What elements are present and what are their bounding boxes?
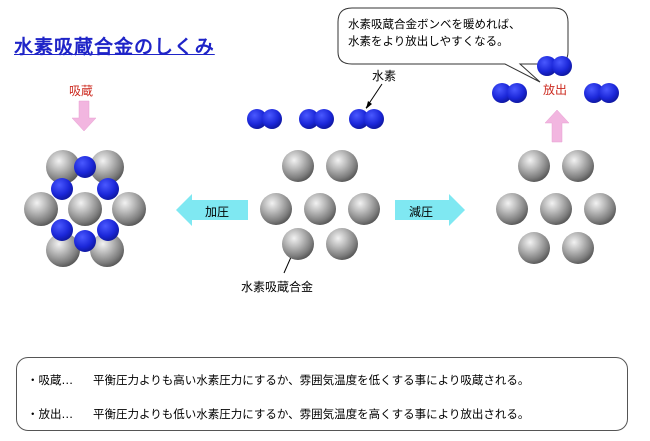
hydrogen-atom xyxy=(599,83,619,103)
metal-atom xyxy=(540,193,572,225)
alloy-label: 水素吸蔵合金 xyxy=(241,280,314,294)
hydrogen-atom xyxy=(349,109,369,129)
note-absorb: ・吸蔵… 平衡圧力よりも高い水素圧力にするか、雰囲気温度を低くする事により吸蔵され… xyxy=(27,372,529,388)
hydrogen-atom xyxy=(314,109,334,129)
metal-atom xyxy=(112,192,146,226)
hydrogen-atom xyxy=(51,178,73,200)
hydrogen-atom xyxy=(74,230,96,252)
speech-bubble-text: 水素吸蔵合金ボンベを暖めれば、 水素をより放出しやすくなる。 xyxy=(348,16,544,50)
hydrogen-atom xyxy=(492,83,512,103)
metal-atom xyxy=(260,193,292,225)
depressurize-label: 減圧 xyxy=(409,205,434,219)
metal-atom xyxy=(348,193,380,225)
metal-atom xyxy=(584,193,616,225)
depressurize-arrow xyxy=(395,194,465,226)
speech-bubble xyxy=(337,7,569,83)
metal-atom xyxy=(518,232,550,264)
metal-atom xyxy=(518,150,550,182)
metal-atom xyxy=(24,192,58,226)
note-head: ・吸蔵… xyxy=(27,373,73,387)
metal-atom xyxy=(46,150,80,184)
hydrogen-atom xyxy=(51,219,73,241)
metal-atom xyxy=(326,228,358,260)
release-label: 放出 xyxy=(543,83,568,97)
absorb-arrow xyxy=(71,100,97,132)
pressurize-label: 加圧 xyxy=(205,205,230,219)
bubble-line: 水素をより放出しやすくなる。 xyxy=(348,34,509,48)
hydrogen-atom xyxy=(262,109,282,129)
pressurize-arrow xyxy=(176,194,248,226)
hydrogen-atom xyxy=(552,56,572,76)
metal-atom xyxy=(90,233,124,267)
metal-atom xyxy=(68,192,102,226)
note-release: ・放出… 平衡圧力よりも低い水素圧力にするか、雰囲気温度を高くする事により放出され… xyxy=(27,406,529,422)
metal-atom xyxy=(562,232,594,264)
hydrogen-atom xyxy=(507,83,527,103)
center-lattice xyxy=(260,150,380,260)
hydrogen-atom xyxy=(97,219,119,241)
left-lattice xyxy=(24,150,146,267)
hydrogen-atom xyxy=(537,56,557,76)
note-text: 平衡圧力よりも低い水素圧力にするか、雰囲気温度を高くする事により放出される。 xyxy=(93,407,530,421)
note-text: 平衡圧力よりも高い水素圧力にするか、雰囲気温度を低くする事により吸蔵される。 xyxy=(93,373,530,387)
released-hydrogen-molecules xyxy=(492,56,619,103)
metal-atom xyxy=(562,150,594,182)
absorb-label: 吸蔵 xyxy=(69,84,94,98)
metal-atom xyxy=(326,150,358,182)
hydrogen-atom xyxy=(74,156,96,178)
metal-atom xyxy=(304,193,336,225)
metal-atom xyxy=(46,233,80,267)
notes-box: ・吸蔵… 平衡圧力よりも高い水素圧力にするか、雰囲気温度を低くする事により吸蔵され… xyxy=(16,357,628,431)
hydrogen-atom xyxy=(364,109,384,129)
metal-atom xyxy=(282,228,314,260)
metal-atom xyxy=(90,150,124,184)
bubble-line: 水素吸蔵合金ボンベを暖めれば、 xyxy=(348,17,521,31)
hydrogen-atom xyxy=(299,109,319,129)
release-arrow xyxy=(544,109,570,143)
page-title: 水素吸蔵合金のしくみ xyxy=(14,36,215,58)
note-head: ・放出… xyxy=(27,407,73,421)
metal-atom xyxy=(496,193,528,225)
hydrogen-atom xyxy=(97,178,119,200)
right-lattice xyxy=(496,150,616,264)
hydrogen-atom xyxy=(247,109,267,129)
hydrogen-atom xyxy=(584,83,604,103)
metal-atom xyxy=(282,150,314,182)
center-hydrogen-molecules xyxy=(247,109,384,129)
hydrogen-pointer-head xyxy=(366,101,372,109)
hydrogen-label: 水素 xyxy=(372,69,397,83)
